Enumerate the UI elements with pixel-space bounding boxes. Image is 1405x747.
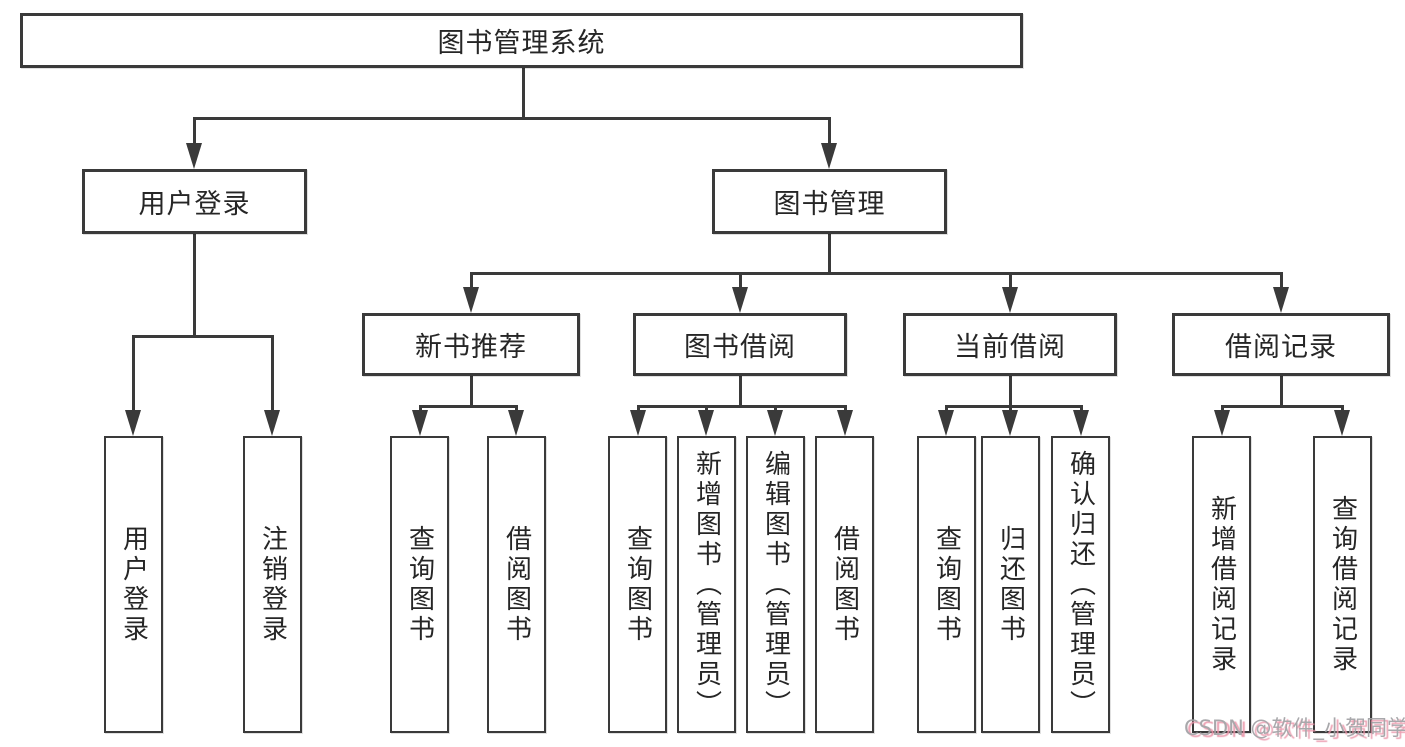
arrowhead-down-icon (821, 143, 837, 169)
connector-line (132, 335, 135, 411)
connector-line (1008, 273, 1012, 288)
connector-line (1008, 405, 1012, 412)
connector-line (469, 376, 473, 406)
arrowhead-down-icon (1213, 410, 1230, 436)
leaf-return-books: 归还图书 (981, 436, 1040, 733)
connector-line (418, 405, 518, 408)
node-library-system: 图书管理系统 (20, 13, 1023, 68)
leaf-add-borrow-record: 新增借阅记录 (1192, 436, 1251, 733)
leaf-query-books-borrowing-label: 查询图书 (622, 524, 653, 645)
leaf-confirm-return-admin-label: 确认归还（管理员） (1065, 449, 1096, 720)
arrowhead-down-icon (411, 410, 428, 436)
leaf-return-books-label: 归还图书 (995, 524, 1026, 645)
node-user-login-label: 用户登录 (138, 189, 251, 220)
leaf-query-books-current-label: 查询图书 (931, 524, 962, 645)
node-book-management-label: 图书管理 (773, 189, 886, 220)
connector-line (1079, 405, 1083, 412)
connector-line (193, 234, 196, 336)
arrowhead-down-icon (264, 410, 280, 436)
connector-line (469, 272, 1283, 275)
arrowhead-down-icon (731, 287, 748, 313)
leaf-edit-books-admin-label: 编辑图书（管理员） (760, 449, 791, 720)
leaf-query-books-borrowing: 查询图书 (608, 436, 667, 733)
leaf-user-login: 用户登录 (104, 436, 163, 733)
connector-line (1220, 405, 1344, 408)
connector-line (704, 405, 708, 412)
arrowhead-down-icon (697, 410, 714, 436)
leaf-borrow-books: 借阅图书 (815, 436, 874, 733)
connector-line (193, 118, 196, 144)
leaf-borrow-books-label: 借阅图书 (829, 524, 860, 645)
arrowhead-down-icon (125, 410, 141, 436)
arrowhead-down-icon (1272, 287, 1289, 313)
connector-line (773, 405, 777, 412)
node-borrowing-records: 借阅记录 (1172, 313, 1390, 376)
leaf-add-borrow-record-label: 新增借阅记录 (1206, 494, 1237, 675)
leaf-borrow-books-recommend-label: 借阅图书 (501, 524, 532, 645)
leaf-borrow-books-recommend: 借阅图书 (487, 436, 546, 733)
connector-line (828, 118, 831, 144)
leaf-add-books-admin: 新增图书（管理员） (677, 436, 736, 733)
arrowhead-down-icon (766, 410, 783, 436)
connector-line (1340, 405, 1344, 412)
node-new-book-recommend-label: 新书推荐 (415, 332, 527, 363)
connector-line (843, 405, 847, 412)
arrowhead-down-icon (629, 410, 646, 436)
arrowhead-down-icon (507, 410, 524, 436)
connector-line (1279, 273, 1283, 288)
arrowhead-down-icon (1072, 410, 1089, 436)
connector-line (944, 405, 948, 412)
node-current-borrowing: 当前借阅 (903, 313, 1117, 376)
node-book-borrowing-label: 图书借阅 (684, 332, 796, 363)
connector-line (469, 273, 473, 288)
arrowhead-down-icon (1001, 410, 1018, 436)
node-book-management: 图书管理 (712, 169, 947, 234)
leaf-user-login-label: 用户登录 (118, 524, 149, 645)
arrowhead-down-icon (937, 410, 954, 436)
connector-line (271, 335, 274, 411)
arrowhead-down-icon (1001, 287, 1018, 313)
leaf-logout-label: 注销登录 (257, 524, 288, 645)
leaf-logout: 注销登录 (243, 436, 302, 733)
connector-line (418, 405, 422, 412)
connector-line (828, 234, 831, 274)
arrowhead-down-icon (462, 287, 479, 313)
connector-line (193, 117, 831, 120)
connector-line (944, 405, 1083, 408)
connector-line (738, 376, 742, 406)
node-book-borrowing: 图书借阅 (633, 313, 847, 376)
leaf-query-books-recommend-label: 查询图书 (404, 524, 435, 645)
connector-line (738, 273, 742, 288)
leaf-query-borrow-record-label: 查询借阅记录 (1327, 494, 1358, 675)
connector-line (636, 405, 847, 408)
connector-line (521, 68, 525, 119)
leaf-add-books-admin-label: 新增图书（管理员） (691, 449, 722, 720)
connector-line (1008, 376, 1012, 406)
connector-line (636, 405, 640, 412)
arrowhead-down-icon (1333, 410, 1350, 436)
leaf-edit-books-admin: 编辑图书（管理员） (746, 436, 805, 733)
node-current-borrowing-label: 当前借阅 (954, 332, 1066, 363)
csdn-watermark: CSDN @软件_小贺同学 (1184, 716, 1405, 740)
node-borrowing-records-label: 借阅记录 (1225, 332, 1337, 363)
node-library-system-label: 图书管理系统 (437, 28, 606, 59)
arrowhead-down-icon (186, 143, 202, 169)
node-user-login: 用户登录 (82, 169, 307, 234)
connector-line (132, 335, 274, 338)
leaf-query-books-recommend: 查询图书 (390, 436, 449, 733)
arrowhead-down-icon (836, 410, 853, 436)
connector-line (1220, 405, 1224, 412)
leaf-query-books-current: 查询图书 (917, 436, 976, 733)
node-new-book-recommend: 新书推荐 (362, 313, 580, 376)
connector-line (1279, 376, 1283, 406)
leaf-query-borrow-record: 查询借阅记录 (1313, 436, 1372, 733)
leaf-confirm-return-admin: 确认归还（管理员） (1051, 436, 1110, 733)
connector-line (514, 405, 518, 412)
